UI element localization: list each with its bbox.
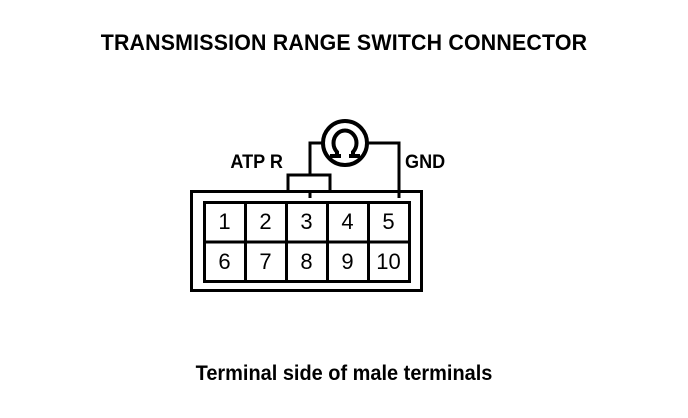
pin-cell-9: 9 bbox=[341, 249, 354, 274]
pin-cell-3: 3 bbox=[300, 209, 313, 234]
figure-caption: Terminal side of male terminals bbox=[195, 362, 493, 385]
pin-grid-dividers bbox=[204, 202, 410, 282]
pin-cell-2: 2 bbox=[259, 209, 272, 234]
pin-cell-5: 5 bbox=[382, 209, 395, 234]
pin-cell-6: 6 bbox=[218, 249, 231, 274]
pin-cell-8: 8 bbox=[300, 249, 313, 274]
pin-cell-7: 7 bbox=[259, 249, 272, 274]
connector-housing-outline bbox=[190, 190, 423, 292]
ohmmeter-circle bbox=[321, 119, 369, 167]
page-title: TRANSMISSION RANGE SWITCH CONNECTOR bbox=[100, 30, 588, 55]
pin-cell-10: 10 bbox=[376, 249, 401, 274]
connector-locking-tab bbox=[286, 173, 332, 191]
pin-cell-1: 1 bbox=[218, 209, 231, 234]
probe-label-atp-r: ATP R bbox=[230, 152, 283, 173]
probe-label-gnd: GND bbox=[405, 152, 446, 173]
pin-cell-4: 4 bbox=[341, 209, 354, 234]
right-test-lead-wire bbox=[367, 141, 401, 198]
ohm-symbol-icon bbox=[330, 128, 360, 158]
